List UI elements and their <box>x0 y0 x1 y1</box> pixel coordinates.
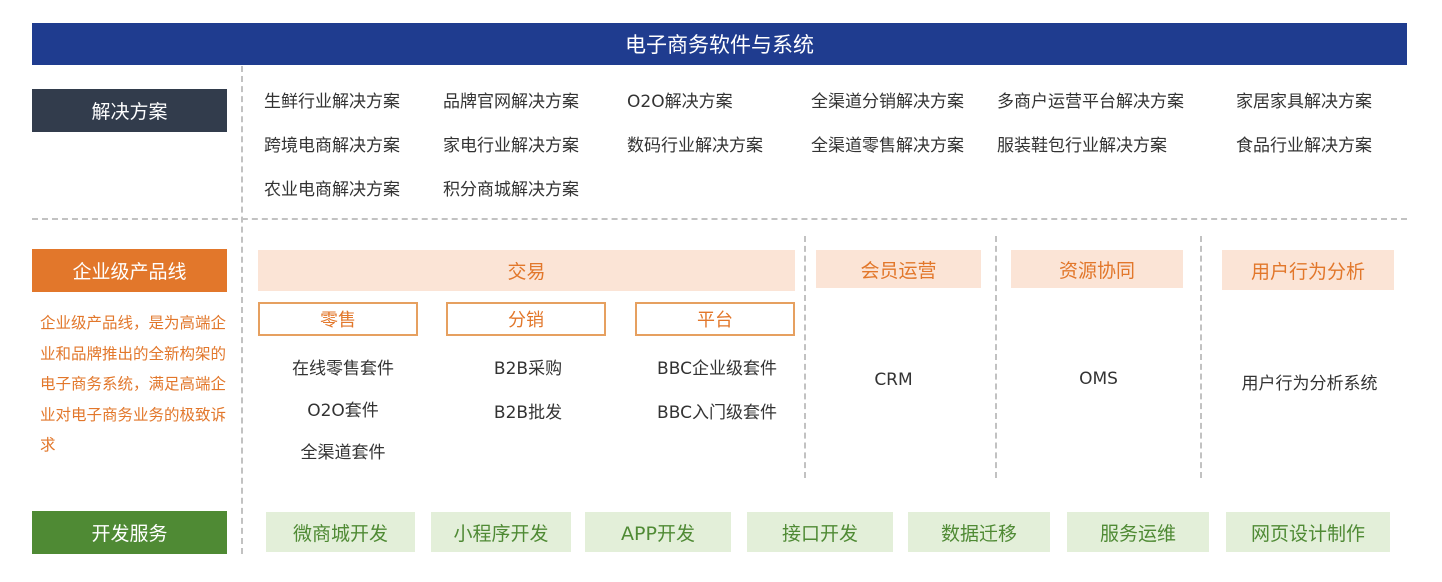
solution-item[interactable]: 多商户运营平台解决方案 <box>997 92 1184 112</box>
solution-item[interactable]: 生鲜行业解决方案 <box>264 92 400 112</box>
category-trade-label: 交易 <box>507 261 546 283</box>
product-item[interactable]: B2B批发 <box>493 403 563 423</box>
subcategory-retail: 零售 <box>258 302 418 336</box>
product-item[interactable]: BBC企业级套件 <box>657 359 777 379</box>
product-item[interactable]: 用户行为分析系统 <box>1241 374 1378 394</box>
dev-services-label: 开发服务 <box>32 511 227 554</box>
page-title: 电子商务软件与系统 <box>625 33 814 57</box>
section-divider <box>32 218 1407 220</box>
product-item[interactable]: 在线零售套件 <box>292 359 394 379</box>
title-bar: 电子商务软件与系统 <box>32 23 1407 65</box>
product-item[interactable]: OMS <box>1079 369 1118 389</box>
product-item[interactable]: BBC入门级套件 <box>657 403 777 423</box>
dev-service-label: 服务运维 <box>1099 522 1176 545</box>
subcategory-distribution: 分销 <box>446 302 606 336</box>
category-resource-collab-label: 资源协同 <box>1058 259 1135 282</box>
product-item[interactable]: 全渠道套件 <box>300 443 386 463</box>
solutions-label: 解决方案 <box>32 89 227 132</box>
solution-item[interactable]: 积分商城解决方案 <box>443 180 579 200</box>
dev-service-item[interactable]: 数据迁移 <box>908 512 1050 552</box>
dev-service-label: APP开发 <box>621 522 695 545</box>
dev-service-label: 接口开发 <box>781 522 858 545</box>
dev-service-label: 数据迁移 <box>940 522 1017 545</box>
category-user-behavior: 用户行为分析 <box>1222 250 1394 290</box>
solution-item[interactable]: 农业电商解决方案 <box>264 180 400 200</box>
product-line-description: 企业级产品线，是为高端企业和品牌推出的全新构架的电子商务系统，满足高端企业对电子… <box>40 314 227 454</box>
product-item[interactable]: B2B采购 <box>493 359 563 379</box>
category-trade: 交易 <box>258 250 795 291</box>
dev-service-item[interactable]: 网页设计制作 <box>1226 512 1390 552</box>
solution-item[interactable]: 品牌官网解决方案 <box>443 92 579 112</box>
dev-service-label: 小程序开发 <box>453 522 549 545</box>
solution-item[interactable]: 数码行业解决方案 <box>627 136 763 156</box>
category-user-behavior-label: 用户行为分析 <box>1250 260 1365 283</box>
dev-service-label: 网页设计制作 <box>1250 522 1365 545</box>
solution-item[interactable]: 食品行业解决方案 <box>1236 136 1372 156</box>
dev-service-label: 微商城开发 <box>292 522 388 545</box>
left-divider <box>241 66 243 554</box>
dev-service-item[interactable]: 小程序开发 <box>431 512 571 552</box>
column-divider <box>1200 236 1202 478</box>
category-resource-collab: 资源协同 <box>1011 250 1183 288</box>
solution-item[interactable]: 全渠道分销解决方案 <box>811 92 964 112</box>
solution-item[interactable]: 服装鞋包行业解决方案 <box>997 136 1167 156</box>
dev-service-item[interactable]: 服务运维 <box>1067 512 1209 552</box>
subcategory-platform-label: 平台 <box>697 310 733 331</box>
solution-item[interactable]: 家电行业解决方案 <box>443 136 579 156</box>
product-line-label-text: 企业级产品线 <box>72 261 187 283</box>
solution-item[interactable]: 家居家具解决方案 <box>1236 92 1372 112</box>
product-line-label: 企业级产品线 <box>32 249 227 292</box>
subcategory-distribution-label: 分销 <box>508 310 544 331</box>
product-item[interactable]: O2O套件 <box>307 401 379 421</box>
solution-item[interactable]: 跨境电商解决方案 <box>264 136 400 156</box>
category-membership-label: 会员运营 <box>860 259 937 282</box>
column-divider <box>804 236 806 478</box>
subcategory-retail-label: 零售 <box>320 310 356 331</box>
solutions-label-text: 解决方案 <box>91 101 168 123</box>
solution-item[interactable]: 全渠道零售解决方案 <box>811 136 964 156</box>
subcategory-platform: 平台 <box>635 302 795 336</box>
dev-service-item[interactable]: 接口开发 <box>747 512 893 552</box>
dev-service-item[interactable]: APP开发 <box>585 512 731 552</box>
dev-services-label-text: 开发服务 <box>91 523 168 545</box>
product-item[interactable]: CRM <box>874 370 913 390</box>
column-divider <box>995 236 997 478</box>
dev-service-item[interactable]: 微商城开发 <box>266 512 415 552</box>
category-membership: 会员运营 <box>816 250 981 288</box>
solution-item[interactable]: O2O解决方案 <box>627 92 733 112</box>
